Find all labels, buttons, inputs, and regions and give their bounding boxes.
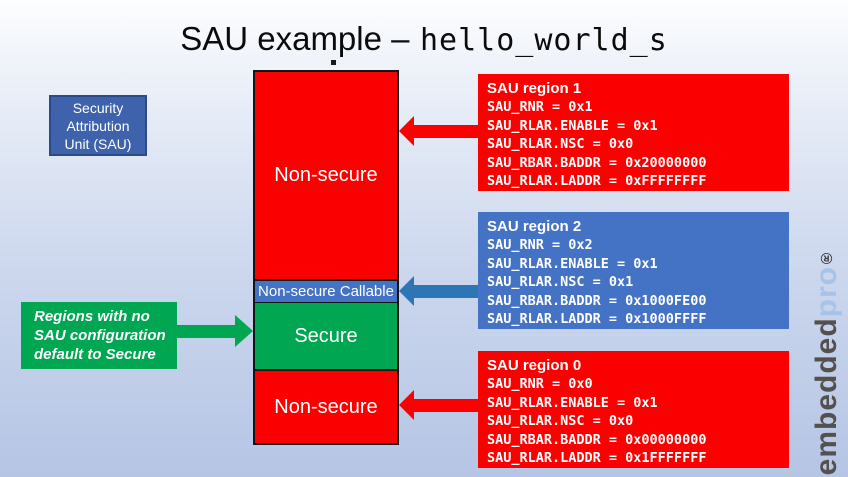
memory-map-column: Non-secure Non-secure Callable Secure No…: [253, 70, 399, 445]
memory-region-secure: Secure: [255, 303, 397, 371]
register-line: SAU_RLAR.LADDR = 0x1000FFFF: [487, 311, 707, 328]
register-line: SAU_RNR = 0x1: [487, 99, 593, 115]
arrow-head-left-icon: [399, 276, 414, 306]
artifact-dot: [331, 60, 336, 65]
sau-region-2-box: SAU region 2 SAU_RNR = 0x2 SAU_RLAR.ENAB…: [478, 212, 789, 329]
register-line: SAU_RBAR.BADDR = 0x20000000: [487, 154, 707, 171]
note-line: default to Secure: [34, 346, 156, 363]
title-code: hello_world_s: [419, 23, 668, 58]
register-line: SAU_RLAR.NSC = 0x1: [487, 274, 634, 291]
sau-region-title: SAU region 0: [487, 357, 582, 374]
arrow-shaft: [177, 324, 235, 338]
memory-region-non-secure-upper: Non-secure: [255, 72, 397, 279]
title-text: SAU example –: [180, 20, 410, 57]
sau-region-title: SAU region 2: [487, 218, 582, 235]
sau-label-line: Unit (SAU): [64, 135, 132, 152]
default-secure-note: Regions with no SAU configuration defaul…: [21, 302, 177, 369]
memory-region-label: Non-secure: [274, 164, 378, 186]
arrow-head-left-icon: [399, 116, 414, 146]
logo-text-dark: embedded: [810, 316, 843, 475]
register-line: SAU_RNR = 0x2: [487, 237, 593, 253]
register-line: SAU_RLAR.LADDR = 0xFFFFFFFF: [487, 173, 707, 190]
sau-region-0-box: SAU region 0 SAU_RNR = 0x0 SAU_RLAR.ENAB…: [478, 351, 789, 468]
register-line: SAU_RLAR.ENABLE = 0x1: [487, 255, 658, 272]
memory-region-non-secure-lower: Non-secure: [255, 371, 397, 443]
registered-trademark-icon: ®: [818, 248, 835, 266]
embeddedpro-logo: embeddedpro®: [810, 249, 844, 475]
sau-label-line: Attribution: [66, 117, 130, 134]
sau-label-line: Security: [72, 99, 124, 116]
register-line: SAU_RBAR.BADDR = 0x00000000: [487, 431, 707, 448]
register-line: SAU_RLAR.NSC = 0x0: [487, 136, 634, 153]
register-line: SAU_RLAR.ENABLE = 0x1: [487, 394, 658, 411]
arrow-shaft: [414, 398, 478, 412]
page-title: SAU example – hello_world_s: [0, 20, 848, 58]
register-line: SAU_RLAR.LADDR = 0x1FFFFFFF: [487, 450, 707, 467]
register-line: SAU_RBAR.BADDR = 0x1000FE00: [487, 292, 707, 309]
arrow-head-left-icon: [399, 390, 414, 420]
note-line: Regions with no: [34, 308, 150, 325]
note-line: SAU configuration: [34, 327, 166, 344]
sau-unit-label-box: Security Attribution Unit (SAU): [49, 95, 147, 156]
logo-text-light: pro: [810, 265, 843, 317]
memory-region-label: Non-secure: [274, 395, 378, 418]
blue-arrow-region2: [399, 276, 478, 306]
memory-region-label: Secure: [294, 324, 358, 347]
green-arrow-to-secure: [177, 315, 253, 347]
sau-region-title: SAU region 1: [487, 80, 582, 97]
sau-region-1-box: SAU region 1 SAU_RNR = 0x1 SAU_RLAR.ENAB…: [478, 74, 789, 191]
memory-region-non-secure-callable: Non-secure Callable: [255, 279, 397, 303]
register-line: SAU_RLAR.NSC = 0x0: [487, 413, 634, 430]
memory-region-label: Non-secure Callable: [258, 283, 394, 300]
red-arrow-region0: [399, 390, 478, 420]
register-line: SAU_RLAR.ENABLE = 0x1: [487, 117, 658, 134]
arrow-shaft: [414, 124, 478, 138]
register-line: SAU_RNR = 0x0: [487, 376, 593, 392]
arrow-shaft: [414, 284, 478, 298]
arrow-head-right-icon: [235, 315, 253, 347]
red-arrow-region1: [399, 116, 478, 146]
